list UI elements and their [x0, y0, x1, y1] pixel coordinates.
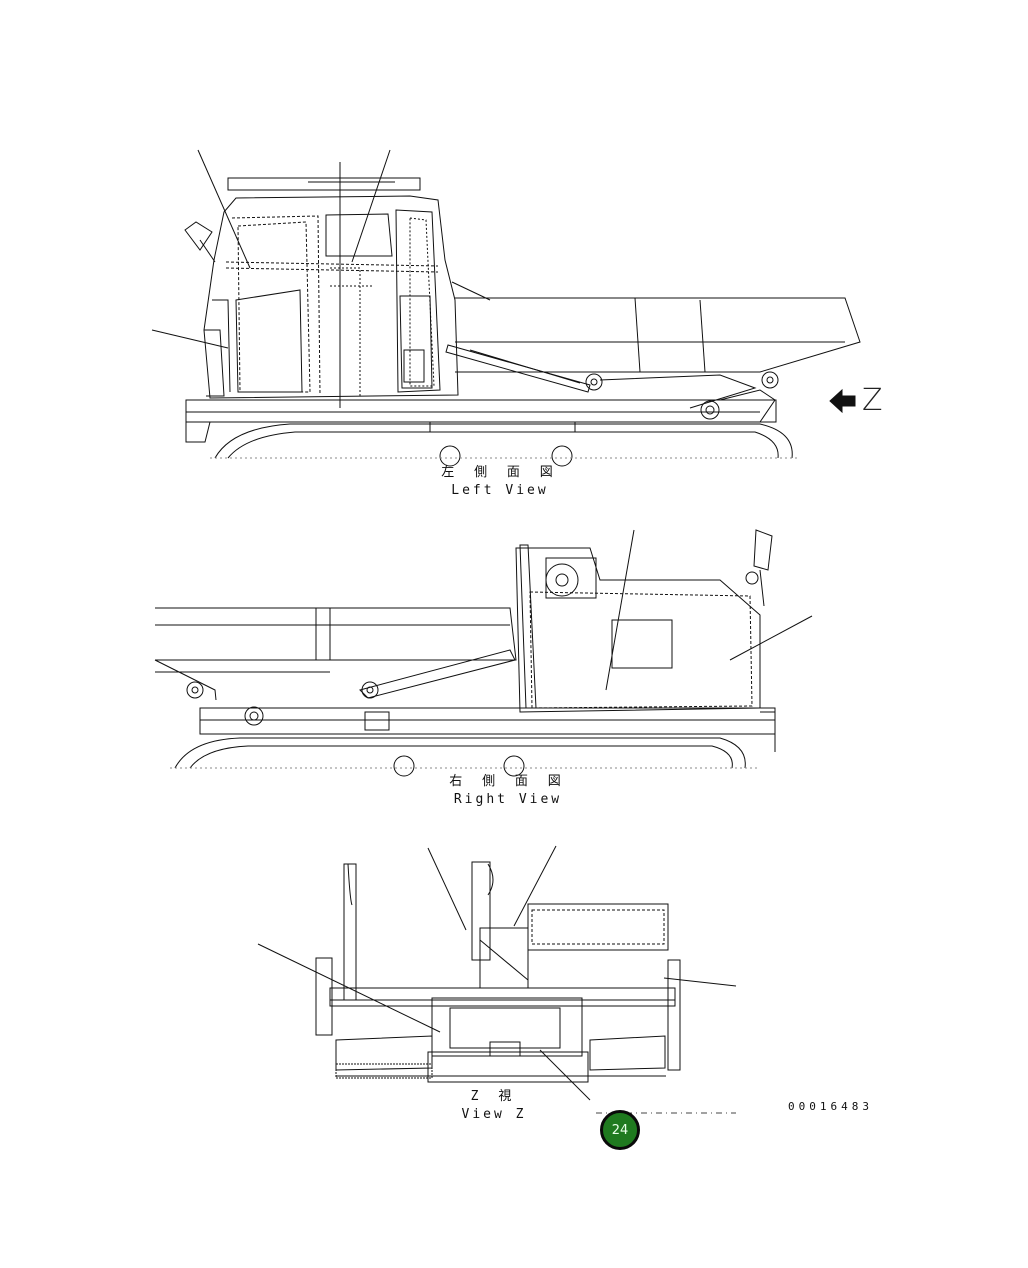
page-number-badge[interactable]: 24: [600, 1110, 640, 1150]
view-z-caption-en: View Z: [461, 1107, 527, 1122]
view-z-caption: Z 視 View Z: [434, 1088, 554, 1124]
view-z-drawing: [257, 845, 737, 1101]
left-view-caption-jp: 左 側 面 図: [441, 465, 559, 480]
drawing-number: 00016483: [788, 1100, 873, 1113]
right-view-drawing: [154, 529, 813, 777]
right-view-caption-en: Right View: [453, 792, 563, 807]
right-view-caption: 右 側 面 図 Right View: [438, 773, 578, 809]
right-view-caption-jp: 右 側 面 図: [449, 774, 567, 789]
left-view-drawing: [151, 149, 861, 467]
view-z-caption-jp: Z 視: [470, 1089, 518, 1104]
left-view-caption: 左 側 面 図 Left View: [430, 464, 570, 500]
view-z-arrow-icon: [829, 388, 856, 414]
left-view-caption-en: Left View: [451, 483, 549, 498]
view-z-pointer-label: Z: [862, 383, 883, 418]
